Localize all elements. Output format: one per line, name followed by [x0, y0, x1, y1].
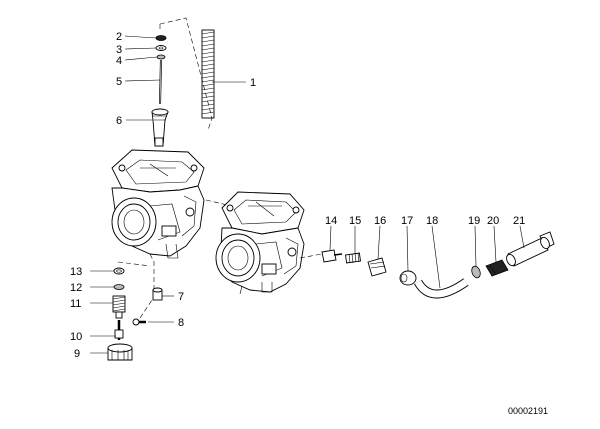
part-idle-mixture-screw — [114, 320, 124, 340]
part-clamp — [471, 265, 481, 279]
callout-19: 19 — [468, 215, 480, 227]
callout-21: 21 — [513, 215, 525, 227]
callout-4: 4 — [116, 55, 122, 67]
callout-2: 2 — [116, 31, 122, 43]
part-sleeve — [485, 259, 509, 277]
callout-16: 16 — [374, 215, 386, 227]
part-hose — [414, 278, 469, 299]
callout-1: 1 — [250, 77, 256, 89]
callout-6: 6 — [116, 115, 122, 127]
callout-15: 15 — [349, 215, 361, 227]
callout-9: 9 — [74, 348, 80, 360]
part-jet-needle — [159, 59, 162, 105]
part-cap — [399, 270, 417, 286]
part-o-ring — [113, 267, 125, 275]
callout-13: 13 — [70, 266, 82, 278]
part-filter-tube — [506, 231, 555, 267]
part-washer — [155, 45, 167, 51]
callout-11: 11 — [70, 298, 81, 310]
part-spring — [112, 295, 126, 319]
part-needle-clip — [156, 54, 166, 60]
part-cap-nut — [107, 343, 133, 361]
callout-20: 20 — [487, 215, 499, 227]
carburetor-body-upper — [111, 149, 205, 259]
callout-10: 10 — [70, 331, 82, 343]
part-washer-small — [113, 284, 125, 290]
part-screw — [132, 318, 146, 326]
callout-3: 3 — [116, 44, 122, 56]
part-circlip — [155, 35, 167, 41]
part-pilot-jet — [152, 287, 163, 301]
drawing-number: 00002191 — [508, 406, 548, 416]
callout-labels: 1 2 3 4 5 6 7 8 9 10 11 12 13 14 15 16 1… — [70, 31, 525, 360]
part-fitting — [367, 257, 387, 277]
callout-12: 12 — [70, 282, 82, 294]
callout-14: 14 — [325, 215, 337, 227]
callout-18: 18 — [426, 215, 438, 227]
part-spring-small — [345, 252, 361, 264]
callout-7: 7 — [178, 291, 184, 303]
carburetor-body-lower — [215, 191, 305, 295]
part-needle-jet — [151, 108, 169, 147]
callout-5: 5 — [116, 76, 122, 88]
callout-8: 8 — [178, 317, 184, 329]
callout-17: 17 — [401, 215, 413, 227]
part-throttle-cable-spring — [201, 29, 215, 119]
part-float-needle — [321, 249, 343, 263]
